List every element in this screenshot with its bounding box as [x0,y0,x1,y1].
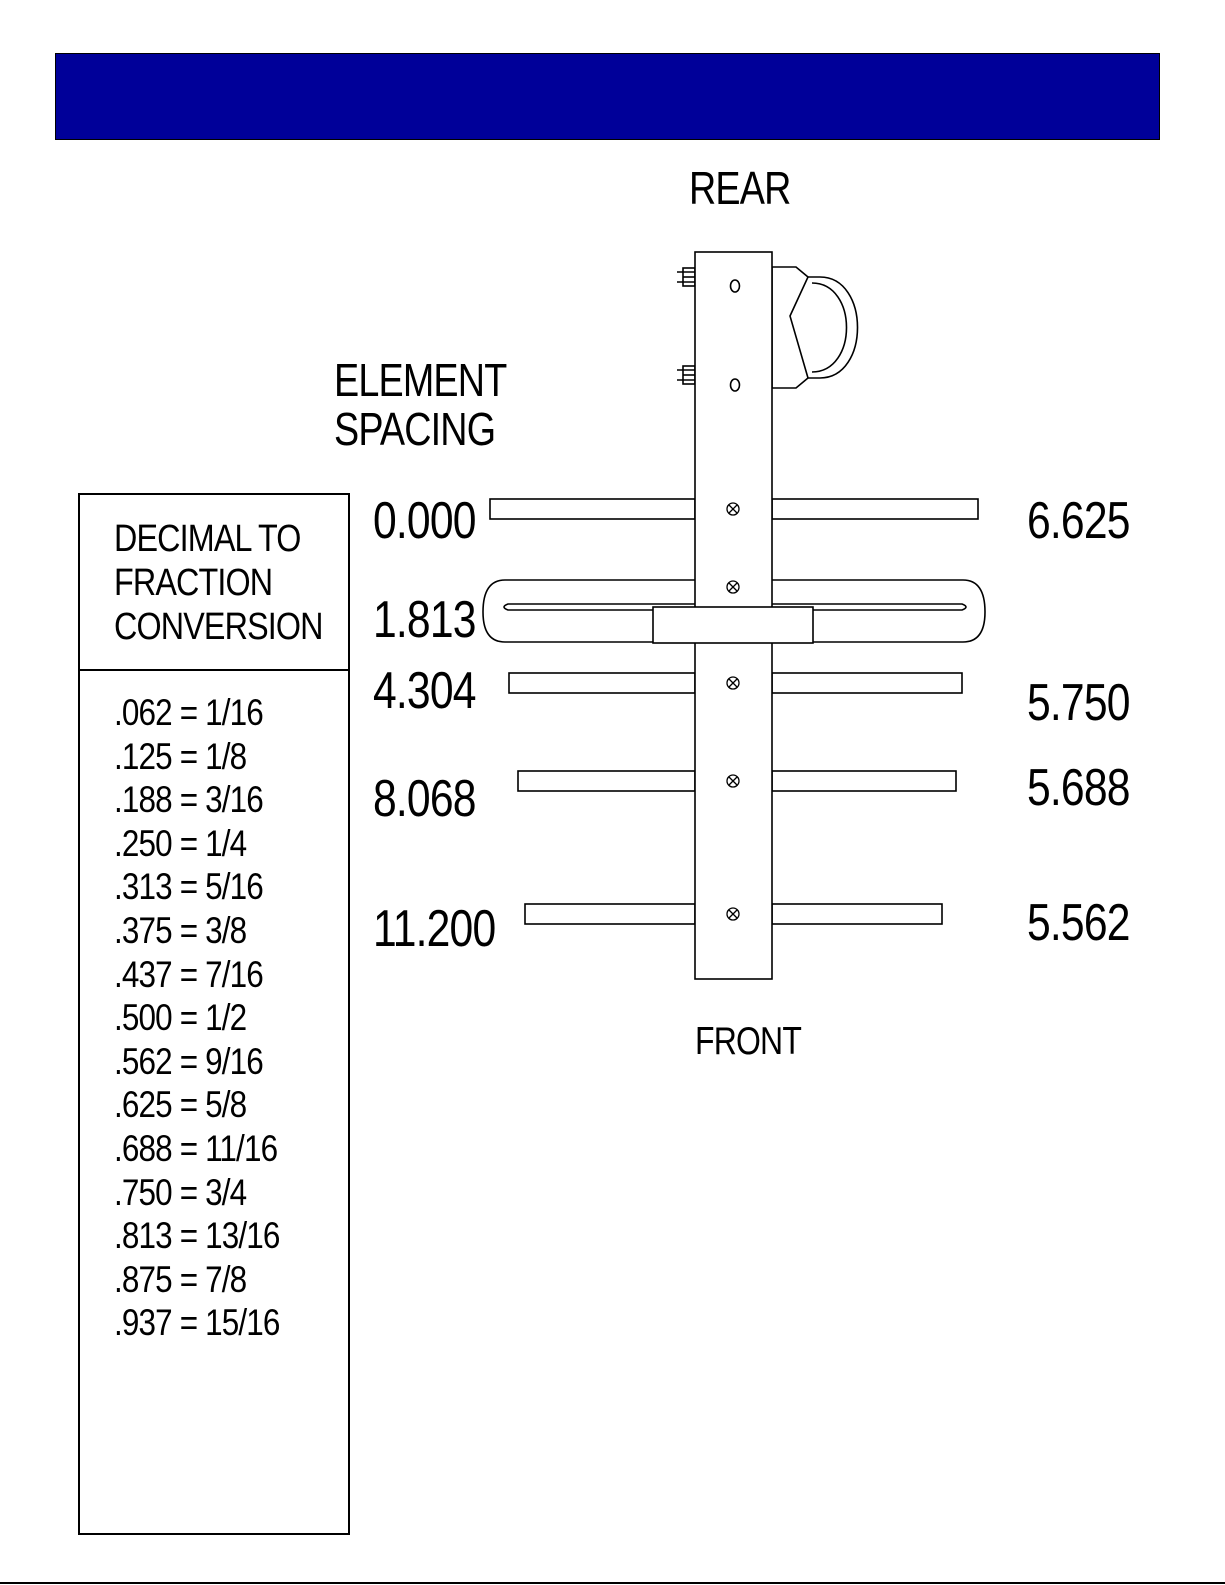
element-rod-1-left [490,499,695,519]
conversion-title: DECIMAL TO FRACTION CONVERSION [114,517,323,649]
element-4-length: 5.688 [1027,762,1130,814]
element-1-length: 6.625 [1027,495,1130,547]
conversion-title-line-1: DECIMAL TO [114,517,323,561]
conversion-row: .500 = 1/2 [114,996,280,1040]
element-5-spacing: 11.200 [373,903,495,955]
element-spacing-title-line-2: SPACING [334,406,495,452]
conversion-row: .562 = 9/16 [114,1040,280,1084]
element-3-length: 5.750 [1027,677,1130,729]
conversion-row: .313 = 5/16 [114,865,280,909]
element-rod-4-right [772,771,956,791]
screw-4 [727,775,739,787]
element-2-spacing: 1.813 [373,594,476,646]
conversion-row: .250 = 1/4 [114,822,280,866]
conversion-title-line-3: CONVERSION [114,605,323,649]
element-rod-1-right [772,499,978,519]
element-rod-3-left [509,673,695,693]
element-rod-5-left [525,904,695,924]
u-bolt-clamp [772,267,858,388]
element-1-spacing: 0.000 [373,495,476,547]
element-rod-4-left [518,771,695,791]
front-label: FRONT [695,1022,801,1061]
clamp-nut-lower [677,366,695,384]
screw-2 [727,581,739,593]
rear-label: REAR [689,165,791,211]
conversion-list: .062 = 1/16 .125 = 1/8 .188 = 3/16 .250 … [114,691,309,1345]
conversion-row: .688 = 11/16 [114,1127,280,1171]
conversion-title-line-2: FRACTION [114,561,323,605]
element-rod-5-right [772,904,942,924]
conversion-table-header: DECIMAL TO FRACTION CONVERSION [80,495,348,671]
page-bottom-rule [0,1582,1225,1584]
element-4-spacing: 8.068 [373,773,476,825]
screw-3 [727,677,739,689]
conversion-row: .937 = 15/16 [114,1301,280,1345]
conversion-row: .750 = 3/4 [114,1171,280,1215]
conversion-row: .062 = 1/16 [114,691,280,735]
conversion-row: .375 = 3/8 [114,909,280,953]
element-rod-3-right [772,673,962,693]
conversion-table: DECIMAL TO FRACTION CONVERSION .062 = 1/… [78,493,350,1535]
conversion-row: .875 = 7/8 [114,1258,280,1302]
element-spacing-title-line-1: ELEMENT [334,357,506,403]
element-5-length: 5.562 [1027,897,1130,949]
conversion-row: .437 = 7/16 [114,953,280,997]
conversion-row: .125 = 1/8 [114,735,280,779]
conversion-row: .188 = 3/16 [114,778,280,822]
conversion-row: .813 = 13/16 [114,1214,280,1258]
screw-1 [727,503,739,515]
clamp-nut-upper [677,268,695,286]
screw-5 [727,908,739,920]
element-3-spacing: 4.304 [373,665,476,717]
conversion-row: .625 = 5/8 [114,1083,280,1127]
feed-block [653,607,813,643]
